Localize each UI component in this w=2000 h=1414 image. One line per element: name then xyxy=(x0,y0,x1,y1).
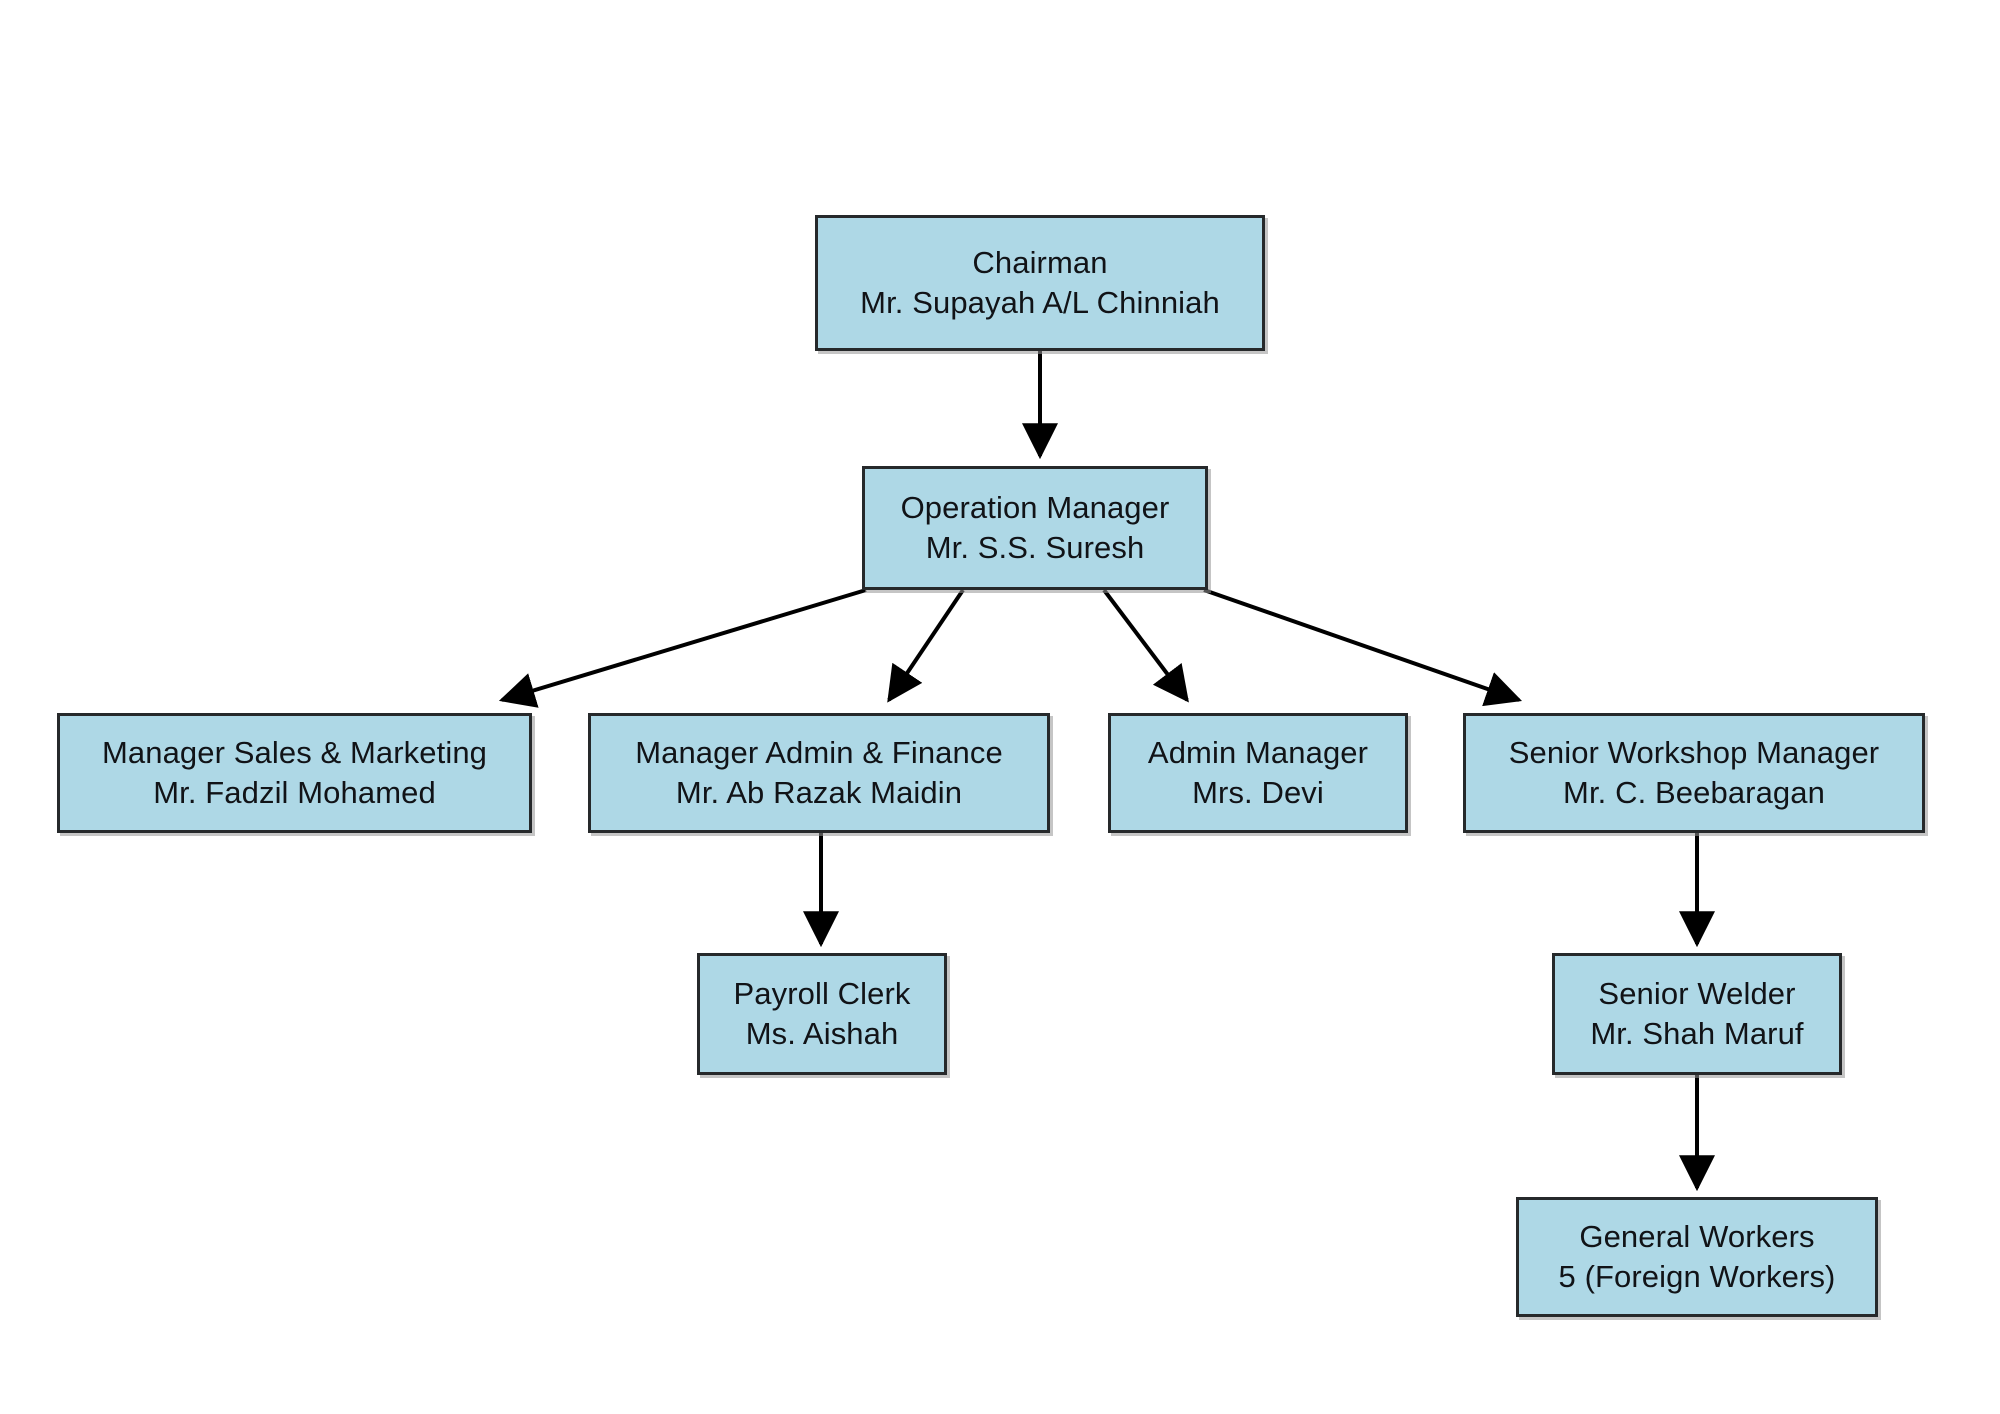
org-node-person: Mrs. Devi xyxy=(1192,775,1324,810)
org-node-senior-workshop-manager[interactable]: Senior Workshop Manager Mr. C. Beebaraga… xyxy=(1463,713,1925,833)
org-node-senior-welder[interactable]: Senior Welder Mr. Shah Maruf xyxy=(1552,953,1842,1075)
org-node-title: Chairman xyxy=(972,244,1108,280)
org-node-person: Mr. Shah Maruf xyxy=(1590,1016,1804,1051)
org-node-operation-manager[interactable]: Operation Manager Mr. S.S. Suresh xyxy=(862,466,1208,590)
org-node-title: Senior Workshop Manager xyxy=(1508,734,1880,770)
org-node-manager-sales-marketing[interactable]: Manager Sales & Marketing Mr. Fadzil Moh… xyxy=(57,713,532,833)
connector-operation-manager-to-manager-admin-finance xyxy=(887,588,965,703)
org-node-payroll-clerk[interactable]: Payroll Clerk Ms. Aishah xyxy=(697,953,947,1075)
org-node-title: Senior Welder xyxy=(1598,975,1796,1011)
org-node-general-workers[interactable]: General Workers 5 (Foreign Workers) xyxy=(1516,1197,1878,1317)
org-node-chairman[interactable]: Chairman Mr. Supayah A/L Chinniah xyxy=(815,215,1265,351)
org-node-person: Mr. S.S. Suresh xyxy=(925,530,1145,565)
org-node-person: Ms. Aishah xyxy=(745,1016,899,1051)
org-node-title: General Workers xyxy=(1579,1218,1815,1254)
org-node-title: Manager Sales & Marketing xyxy=(101,734,488,770)
org-node-admin-manager[interactable]: Admin Manager Mrs. Devi xyxy=(1108,713,1408,833)
org-node-person: 5 (Foreign Workers) xyxy=(1558,1259,1836,1294)
connector-operation-manager-to-senior-workshop-manager xyxy=(1203,588,1523,707)
org-node-person: Mr. C. Beebaragan xyxy=(1563,775,1825,810)
org-node-manager-admin-finance[interactable]: Manager Admin & Finance Mr. Ab Razak Mai… xyxy=(588,713,1050,833)
org-node-person: Mr. Ab Razak Maidin xyxy=(675,775,963,810)
org-node-title: Payroll Clerk xyxy=(733,975,911,1011)
org-node-person: Mr. Supayah A/L Chinniah xyxy=(860,285,1220,320)
org-node-person: Mr. Fadzil Mohamed xyxy=(153,775,436,810)
connector-operation-manager-to-manager-sales-marketing xyxy=(498,588,867,708)
org-node-title: Manager Admin & Finance xyxy=(635,734,1003,770)
org-node-title: Admin Manager xyxy=(1147,734,1369,770)
org-node-title: Operation Manager xyxy=(900,489,1170,525)
connector-operation-manager-to-admin-manager xyxy=(1102,588,1189,703)
